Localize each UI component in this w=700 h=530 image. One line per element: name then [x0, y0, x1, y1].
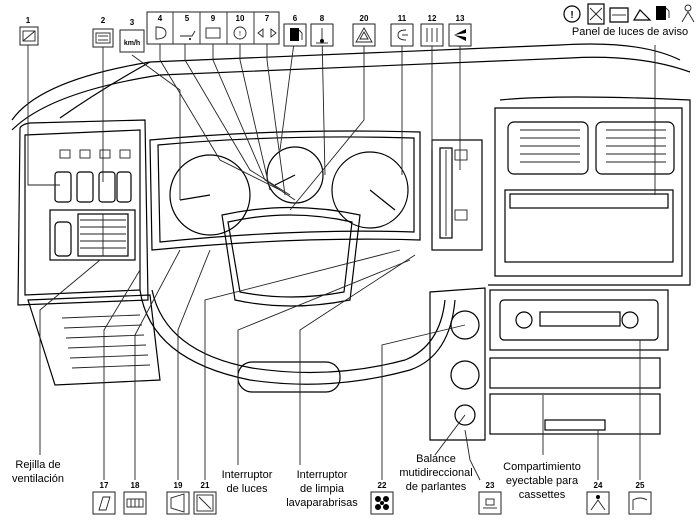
callout-number: 17	[100, 481, 109, 490]
caption-cassette: Compartimiento eyectable para cassettes	[503, 461, 581, 501]
callout-number: 6	[293, 14, 298, 23]
hazard-icon	[355, 27, 373, 43]
right-vents	[504, 121, 675, 263]
heater-control-strip	[431, 139, 483, 251]
callout-1: 1	[19, 16, 39, 46]
caption-balance: Balance mutidireccional de parlantes	[399, 453, 472, 493]
callout-number: 5	[185, 14, 190, 23]
caption-line: mutidireccional	[399, 467, 472, 479]
caption-line: lavaparabrisas	[286, 497, 358, 509]
callout-3: 3 km/h	[119, 18, 145, 53]
steering-wheel	[139, 206, 456, 393]
speed-icon: km/h	[124, 40, 140, 47]
callout-23: 23	[478, 481, 502, 515]
oil-icon	[180, 30, 196, 40]
brake-icon: !	[233, 26, 247, 40]
left-switch-panel	[49, 149, 136, 261]
heat-icon	[126, 498, 144, 508]
svg-text:!: !	[570, 10, 573, 21]
caption-line: Compartimiento	[503, 461, 581, 473]
warning-light-panel: ! Panel de luces de aviso	[563, 3, 695, 38]
caption-line: Rejilla de	[15, 459, 60, 471]
callout-2: 2	[92, 16, 114, 48]
callout-number: 23	[486, 481, 495, 490]
callout-number: 2	[101, 16, 106, 25]
callout-12: 12	[420, 14, 444, 47]
callout-21: 21	[193, 481, 217, 515]
wiper-icon	[95, 32, 111, 44]
callout-25: 25	[628, 481, 652, 515]
callout-6: 6	[283, 14, 307, 47]
callout-number: 13	[456, 14, 465, 23]
callout-number: 9	[211, 14, 216, 23]
caption-luces: Interruptor de luces	[222, 469, 273, 495]
caption-line: Interruptor	[222, 469, 273, 481]
dashboard-illustration	[11, 43, 691, 441]
lower-left-panel	[27, 294, 161, 386]
callout-number: 25	[636, 481, 645, 490]
battery-icon	[205, 27, 221, 39]
caption-line: ventilación	[12, 473, 64, 485]
callout-13: 13	[448, 14, 472, 47]
caption-line: de luces	[227, 483, 268, 495]
callout-number: 21	[201, 481, 210, 490]
callout-8: 8	[310, 14, 334, 47]
callout-11: 11	[390, 14, 414, 47]
callout-20: 20	[352, 14, 376, 47]
caption-line: de parlantes	[406, 481, 467, 493]
callout-18: 18	[123, 481, 147, 515]
instrument-cluster	[149, 130, 421, 251]
fan-icon	[375, 496, 389, 510]
fan-icon	[454, 29, 466, 41]
rear-wiper-icon	[196, 494, 214, 512]
centre-console	[429, 287, 669, 441]
svg-text:!: !	[239, 31, 241, 38]
callout-number: 7	[265, 14, 270, 23]
warning-panel-label: Panel de luces de aviso	[572, 26, 688, 38]
caption-line: Balance	[416, 453, 456, 465]
callout-number: 1	[26, 16, 31, 25]
callout-number: 8	[320, 14, 325, 23]
warning-icons: !	[563, 3, 695, 25]
caption-line: eyectable para	[506, 475, 579, 487]
choke-icon	[397, 29, 408, 41]
callout-number: 11	[398, 14, 407, 23]
callout-24: 24	[586, 481, 610, 515]
callout-number: 4	[158, 14, 163, 23]
caption-rejilla: Rejilla de ventilación	[12, 459, 64, 485]
callout-number: 3	[130, 18, 135, 27]
temperature-icon	[316, 28, 328, 44]
callout-19: 19	[166, 481, 190, 515]
callout-number: 12	[428, 14, 437, 23]
leader-lines	[27, 34, 656, 481]
caption-line: cassettes	[519, 489, 566, 501]
caption-line: Interruptor	[297, 469, 348, 481]
light-icon	[22, 30, 36, 42]
turn-signal-icon	[257, 28, 277, 38]
callout-number: 22	[378, 481, 387, 490]
heat-icon	[426, 28, 438, 42]
callout-group-4-10: 4 5 9 10 7 !	[146, 11, 280, 45]
seatbelt-icon	[590, 495, 606, 511]
callout-number: 24	[594, 481, 603, 490]
horn-icon	[170, 493, 185, 513]
rear-wiper-icon	[632, 497, 648, 510]
defrost-icon	[98, 496, 111, 511]
fuel-icon	[290, 28, 303, 41]
headlamp-icon	[155, 26, 167, 40]
caption-line: de limpia	[300, 483, 345, 495]
callout-22: 22	[370, 481, 394, 515]
cassette-icon	[483, 498, 497, 509]
callout-17: 17	[92, 481, 116, 515]
callout-number: 19	[174, 481, 183, 490]
callout-number: 10	[236, 14, 245, 23]
callout-number: 20	[360, 14, 369, 23]
left-vent-grille	[77, 213, 129, 257]
callout-number: 18	[131, 481, 140, 490]
caption-limpia: Interruptor de limpia lavaparabrisas	[286, 469, 358, 509]
